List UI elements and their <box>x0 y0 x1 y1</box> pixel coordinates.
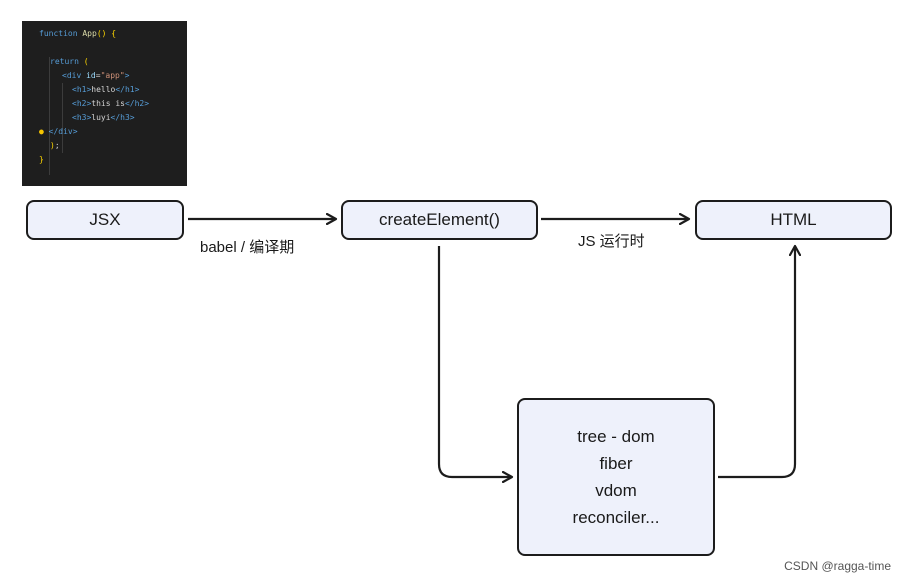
node-createelement: createElement() <box>341 200 538 240</box>
arrow-createelement-to-internals <box>437 246 512 477</box>
code-line-5: <h1>hello</h1> <box>72 85 140 94</box>
code-line-6: <h2>this is</h2> <box>72 99 150 108</box>
code-line-4: <div id="app"> <box>62 71 130 80</box>
indent-guide <box>62 83 63 153</box>
watermark: CSDN @ragga-time <box>784 559 891 573</box>
lightbulb-icon: ● <box>39 127 44 136</box>
code-line-1: function App() { <box>39 29 117 38</box>
internals-line-tree-dom: tree - dom <box>577 427 655 446</box>
code-line-9: ); <box>50 141 60 150</box>
internals-line-fiber: fiber <box>599 454 633 473</box>
node-jsx: JSX <box>26 200 184 240</box>
node-react-internals: tree - dom fiber vdom reconciler... <box>517 398 715 556</box>
code-snippet-panel: function App() { return ( <div id="app">… <box>22 21 187 186</box>
internals-line-reconciler: reconciler... <box>572 508 660 527</box>
indent-guide <box>49 57 50 175</box>
code-line-8: ● </div> <box>39 127 78 136</box>
code-line-3: return ( <box>50 57 89 66</box>
edge-label-js-runtime: JS 运行时 <box>578 233 645 250</box>
edge-label-babel: babel / 编译期 <box>200 239 295 256</box>
arrow-internals-to-html <box>718 246 795 479</box>
code-line-10: } <box>39 155 44 164</box>
code-line-7: <h3>luyi</h3> <box>72 113 135 122</box>
node-html: HTML <box>695 200 892 240</box>
internals-line-vdom: vdom <box>595 481 637 500</box>
